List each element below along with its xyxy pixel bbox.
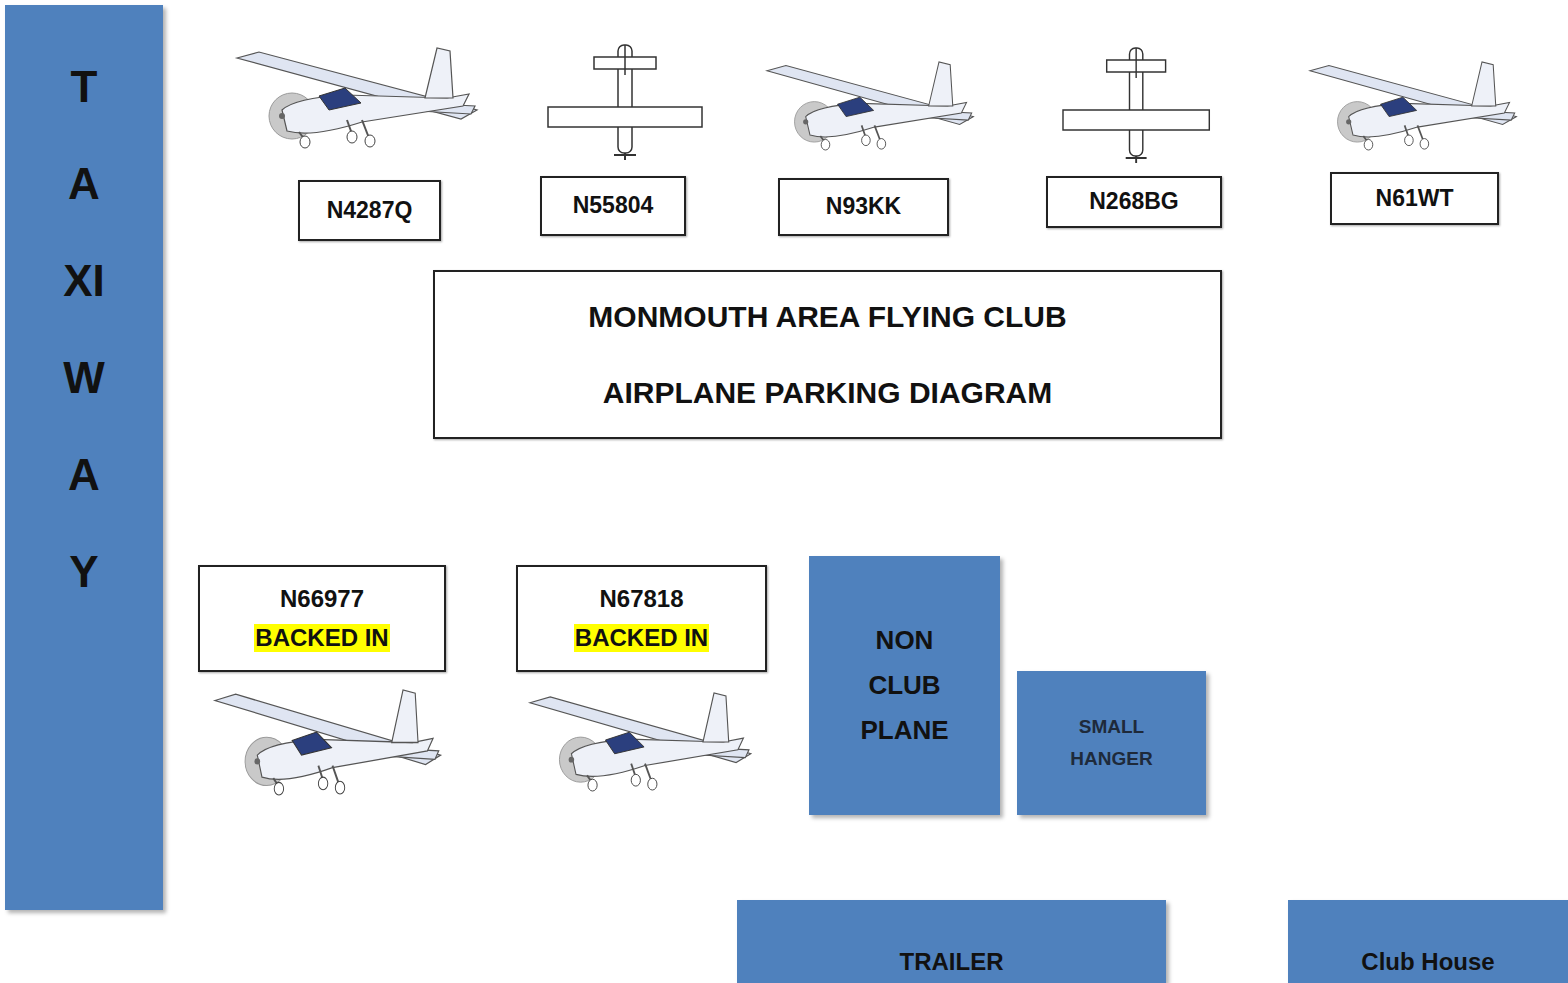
hangar-building: SMALL HANGER (1017, 671, 1206, 815)
backed-in-note: BACKED IN (574, 624, 709, 653)
parking-area: NON CLUB PLANE (809, 556, 1000, 815)
area-label: TRAILER (900, 948, 1004, 977)
tail-number-tag: N4287Q (298, 180, 441, 241)
trailer-building: TRAILER (737, 900, 1166, 983)
tail-number: N67818 (599, 585, 683, 614)
title-box: MONMOUTH AREA FLYING CLUB AIRPLANE PARKIN… (433, 270, 1222, 439)
airplane-icon (215, 690, 441, 795)
tail-number-tag: N61WT (1330, 172, 1499, 225)
parking-spot-tag: N66977BACKED IN (198, 565, 446, 672)
parking-spot-tag: N67818BACKED IN (516, 565, 767, 672)
tail-number-tag: N93KK (778, 178, 949, 236)
taxiway-band: TAXIWAY (5, 5, 163, 910)
taxiway-label: TAXIWAY (62, 38, 106, 620)
title-line: MONMOUTH AREA FLYING CLUB (588, 299, 1066, 335)
tail-number-tag: N268BG (1046, 176, 1222, 228)
tail-number: N4287Q (327, 197, 413, 225)
tail-number: N55804 (573, 192, 654, 220)
airplane-icon (237, 48, 477, 148)
tail-number: N93KK (826, 193, 901, 221)
tail-number: N66977 (280, 585, 364, 614)
tail-number-tag: N55804 (540, 176, 686, 236)
club-house-building: Club House (1288, 900, 1568, 983)
airplane-icon (767, 62, 973, 150)
tail-number: N268BG (1089, 188, 1178, 216)
tail-number: N61WT (1376, 185, 1454, 213)
title-line: AIRPLANE PARKING DIAGRAM (603, 375, 1052, 411)
airplane-icon (548, 45, 702, 160)
airplane-icon (530, 693, 751, 791)
airplane-icon (1310, 62, 1516, 150)
area-label: SMALL HANGER (1057, 711, 1167, 775)
area-label: NON CLUB PLANE (850, 618, 960, 753)
airplane-icon (1063, 48, 1209, 163)
area-label: Club House (1361, 948, 1494, 977)
backed-in-note: BACKED IN (254, 624, 389, 653)
